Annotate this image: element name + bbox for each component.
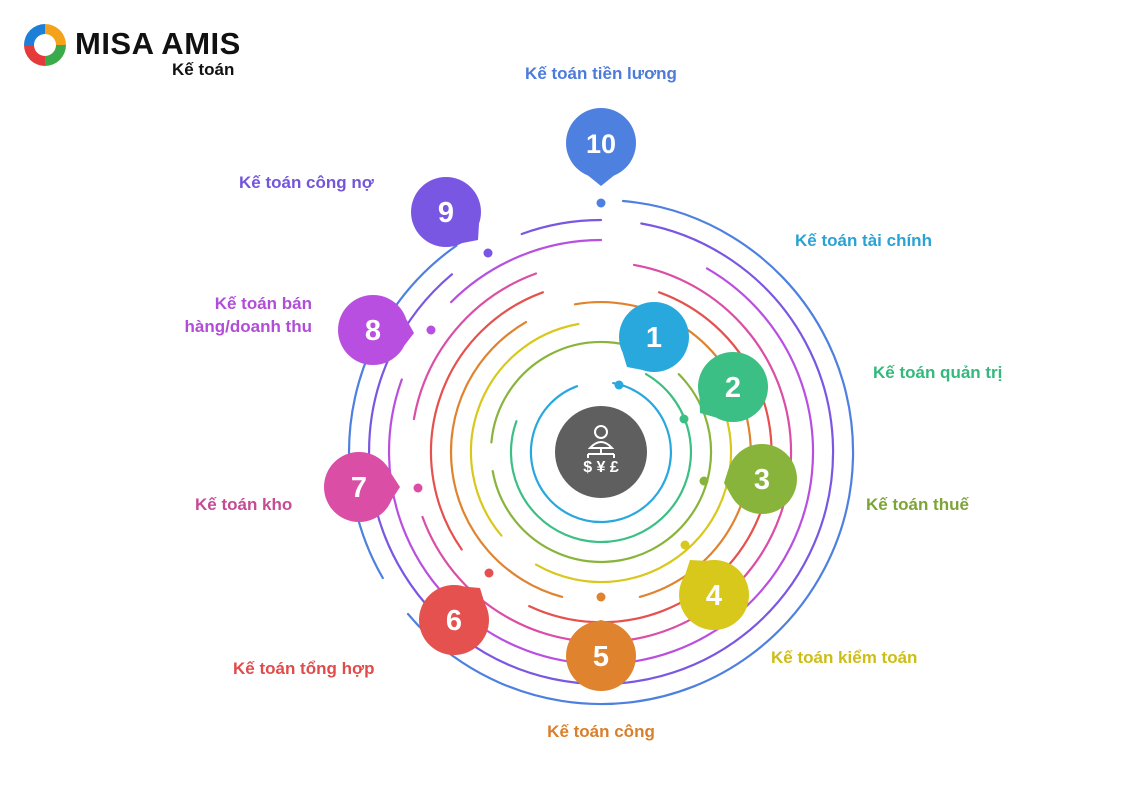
misa-logo-icon [24,24,66,66]
bubble-number-9: 9 [438,197,454,229]
number-bubble-1: 1 [619,302,689,372]
ring-marker-dot-1 [614,380,624,390]
accountant-currency-icon [587,425,615,458]
category-label-2: Kế toán quản trị [873,363,1003,382]
bubble-number-10: 10 [586,129,616,159]
number-bubble-9: 9 [411,177,481,247]
category-label-7: Kế toán kho [195,495,293,514]
category-label-10: Kế toán tiền lương [525,64,677,83]
brand-logo: MISA AMIS Kế toán [20,20,260,82]
ring-marker-dot-4 [680,540,690,550]
bubble-number-6: 6 [446,605,462,637]
ring-marker-dot-8 [426,325,436,335]
currency-symbols: $ ¥ £ [583,459,619,476]
ring-marker-dot-6 [484,568,494,578]
number-bubble-8: 8 [338,295,414,365]
ring-arc-3 [491,373,713,564]
number-bubble-3: 3 [724,444,797,514]
ring-marker-dot-2 [679,414,689,424]
ring-arc-10 [347,244,458,580]
ring-arc-7 [412,272,538,421]
ring-arc-10 [406,199,855,706]
ring-arc-8 [450,238,603,304]
bubble-number-1: 1 [646,322,662,354]
bubble-number-4: 4 [706,580,722,612]
category-label-3: Kế toán thuế [866,495,969,514]
number-bubble-10: 10 [566,108,636,186]
ring-arc-9 [520,218,603,236]
category-label-line: Kế toán bán [214,294,312,313]
category-label-8: Kế toán bán hàng/doanh thu [185,292,312,338]
ring-arc-4 [469,322,580,537]
ring-arc-4 [534,385,733,584]
ring-arc-6 [528,291,773,624]
bubble-number-7: 7 [351,472,367,504]
ring-marker-dot-3 [699,476,709,486]
ring-marker-dot-7 [413,483,423,493]
ring-arc-9 [367,222,835,686]
category-label-9: Kế toán công nợ [239,173,374,192]
bubble-number-3: 3 [754,464,770,496]
ring-arc-8 [387,267,815,666]
category-label-line: hàng/doanh thu [184,317,312,336]
ring-arc-5 [449,321,564,598]
ring-marker-dot-10 [596,198,606,208]
brand-name: MISA AMIS [75,26,241,61]
category-label-5: Kế toán công [547,722,655,741]
category-label-6: Kế toán tổng hợp [233,659,375,678]
category-label-4: Kế toán kiểm toán [771,648,918,667]
number-bubble-7: 7 [324,452,400,522]
number-bubble-6: 6 [419,585,489,655]
number-bubble-5: 5 [566,620,636,691]
ring-marker-dot-9 [483,248,493,258]
ring-arc-1 [529,382,673,524]
number-bubble-2: 2 [698,352,768,422]
bubble-number-2: 2 [725,372,741,404]
ring-marker-dot-5 [596,592,606,602]
bubble-number-5: 5 [593,641,609,673]
ring-arc-7 [421,263,793,644]
category-label-1: Kế toán tài chính [795,231,932,250]
brand-subtitle: Kế toán [172,60,235,79]
bubble-number-8: 8 [365,315,381,347]
number-bubble-4: 4 [679,560,749,630]
ring-arc-6 [429,291,544,551]
